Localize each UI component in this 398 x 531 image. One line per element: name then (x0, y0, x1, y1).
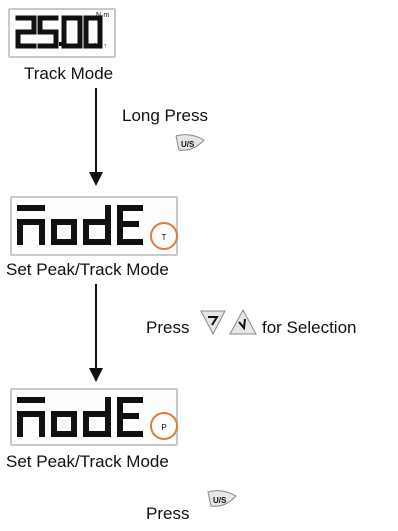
flow-arrow-2 (89, 284, 103, 382)
action-selection-label: for Selection (262, 318, 357, 337)
us-button-text-2: U/S (213, 496, 227, 505)
caption-set-peak-track-mode-1: Set Peak/Track Mode (6, 260, 169, 279)
mode-highlight-circle-2: P (150, 412, 178, 440)
action-long-press-label: Long Press (122, 106, 208, 125)
seven-segment-mode-2 (17, 397, 143, 437)
action-press-label: Press (146, 318, 190, 337)
mode-indicator-p: P (161, 423, 166, 432)
seven-segment-mode (17, 205, 143, 245)
unit-label: N·m (96, 12, 110, 19)
lcd-display-mode-p: P (10, 388, 178, 446)
lcd-display-track: N·m M↑↑ (8, 8, 116, 58)
up-arrow-button-icon[interactable] (198, 308, 228, 336)
action-press-label-2: Press (146, 504, 190, 523)
mode-indicator-t: T (162, 233, 167, 242)
down-arrow-button-icon[interactable] (228, 308, 258, 336)
us-button-icon[interactable]: U/S (173, 132, 207, 154)
caption-track-mode: Track Mode (24, 64, 114, 83)
caption-set-peak-track-mode-2: Set Peak/Track Mode (6, 452, 169, 471)
flow-arrow-1 (89, 88, 103, 186)
mode-indicator-text: M↑↑ (94, 43, 107, 50)
us-button-icon-2[interactable]: U/S (205, 488, 239, 510)
mode-highlight-circle: T (150, 222, 178, 250)
lcd-display-mode-t: T (10, 196, 178, 256)
us-button-text: U/S (181, 140, 195, 149)
seven-segment-value (15, 15, 103, 49)
